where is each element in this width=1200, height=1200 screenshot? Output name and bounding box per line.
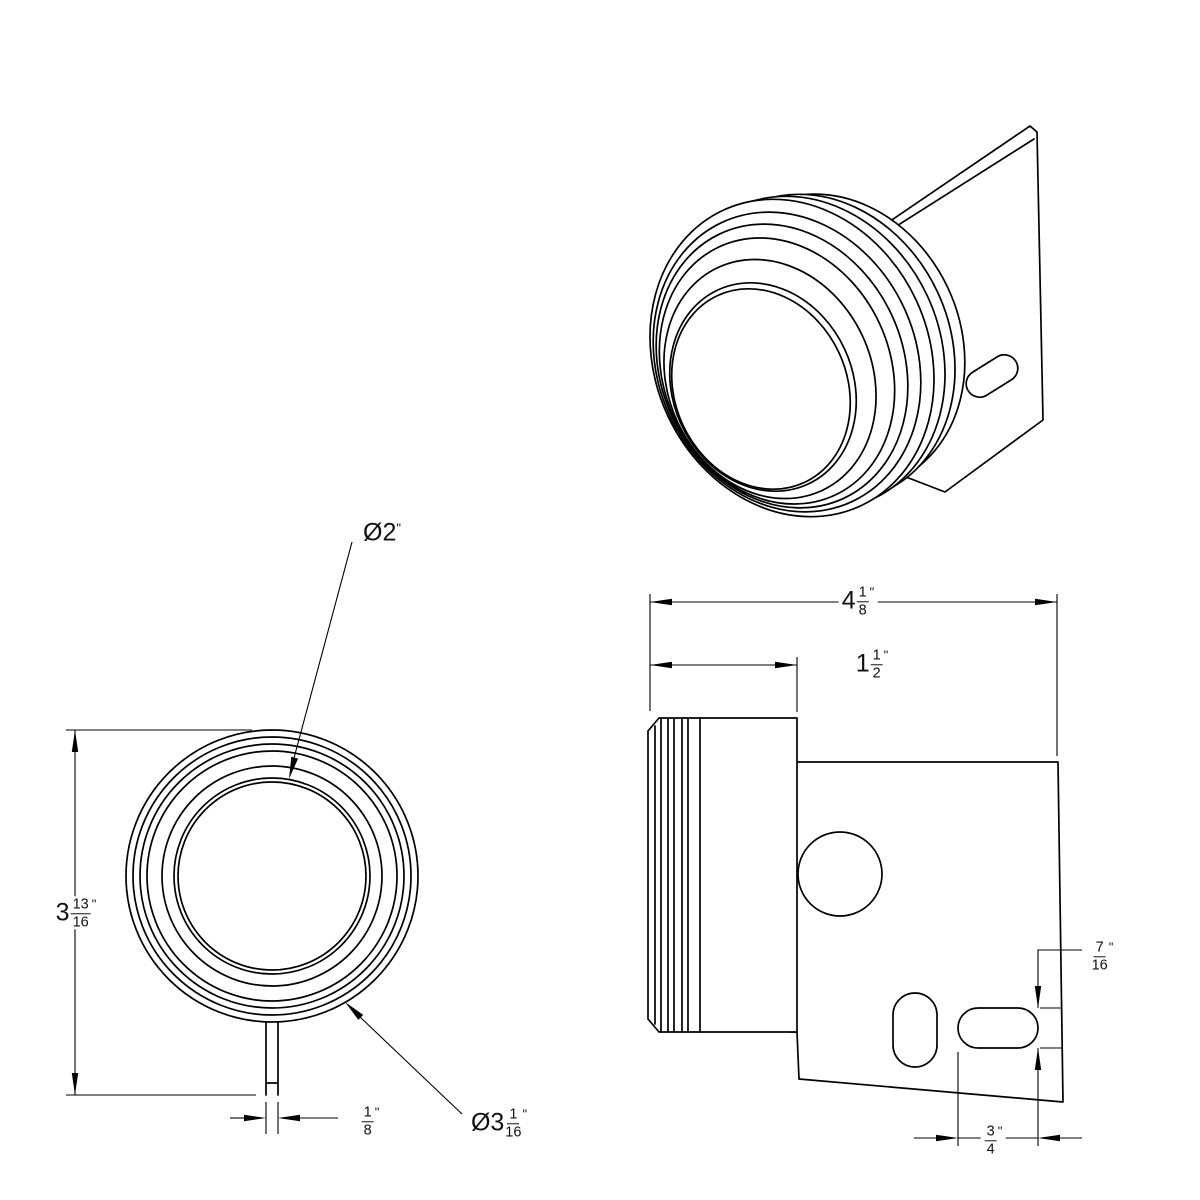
dim-drum-depth-lines [650,657,798,712]
dim-whole: 2 [382,518,397,547]
front-view [66,541,463,1134]
rim-ring-1 [132,736,412,1016]
bezel-inner-circle [161,765,383,987]
dim-stem-width-lines [230,1102,338,1134]
dim-whole: 3 [490,1108,505,1137]
bracket-slot-vertical [892,992,938,1068]
face-ring-3 [658,237,896,505]
mounting-stem [265,1021,279,1096]
leader-lens-diameter [289,541,353,779]
dim-slot-height-lines [1034,949,1082,1070]
bracket-slot-iso [965,353,1019,399]
rim-ring-2 [139,743,405,1009]
face-ring-2 [655,223,909,509]
dim-whole: 3 [55,898,70,927]
side-view [647,594,1082,1146]
inch-mark: " [869,584,875,600]
dim-whole: 4 [841,586,856,615]
inch-mark: " [374,1104,380,1120]
diameter-symbol: Ø [363,518,383,547]
lens-outer-ring [668,281,858,493]
lens-inner-ring [670,287,852,491]
face-ring-1 [652,211,922,513]
inch-mark: " [522,1106,528,1122]
inch-mark: " [1108,939,1114,955]
wire-grommet-circle [797,831,883,917]
dim-whole: 1 [855,649,870,678]
inch-mark: " [883,647,889,663]
inch-mark: " [396,520,401,536]
drum-groove-lines [654,717,701,1033]
bezel-outer-face [649,198,935,518]
inch-mark: " [91,896,97,912]
lens-outer-circle [173,777,371,975]
bezel-inner-face [663,258,877,500]
outer-rim-circle [125,729,419,1023]
leader-outer-diameter [345,1002,463,1115]
inch-mark: " [997,1123,1003,1139]
lamp-drum-side [647,717,798,1033]
rim-ring-3 [146,750,398,1002]
diameter-symbol: Ø [470,1108,491,1137]
bracket-slot-horizontal [957,1007,1039,1049]
lens-inner-circle [177,781,367,971]
isometric-view [649,125,1044,518]
